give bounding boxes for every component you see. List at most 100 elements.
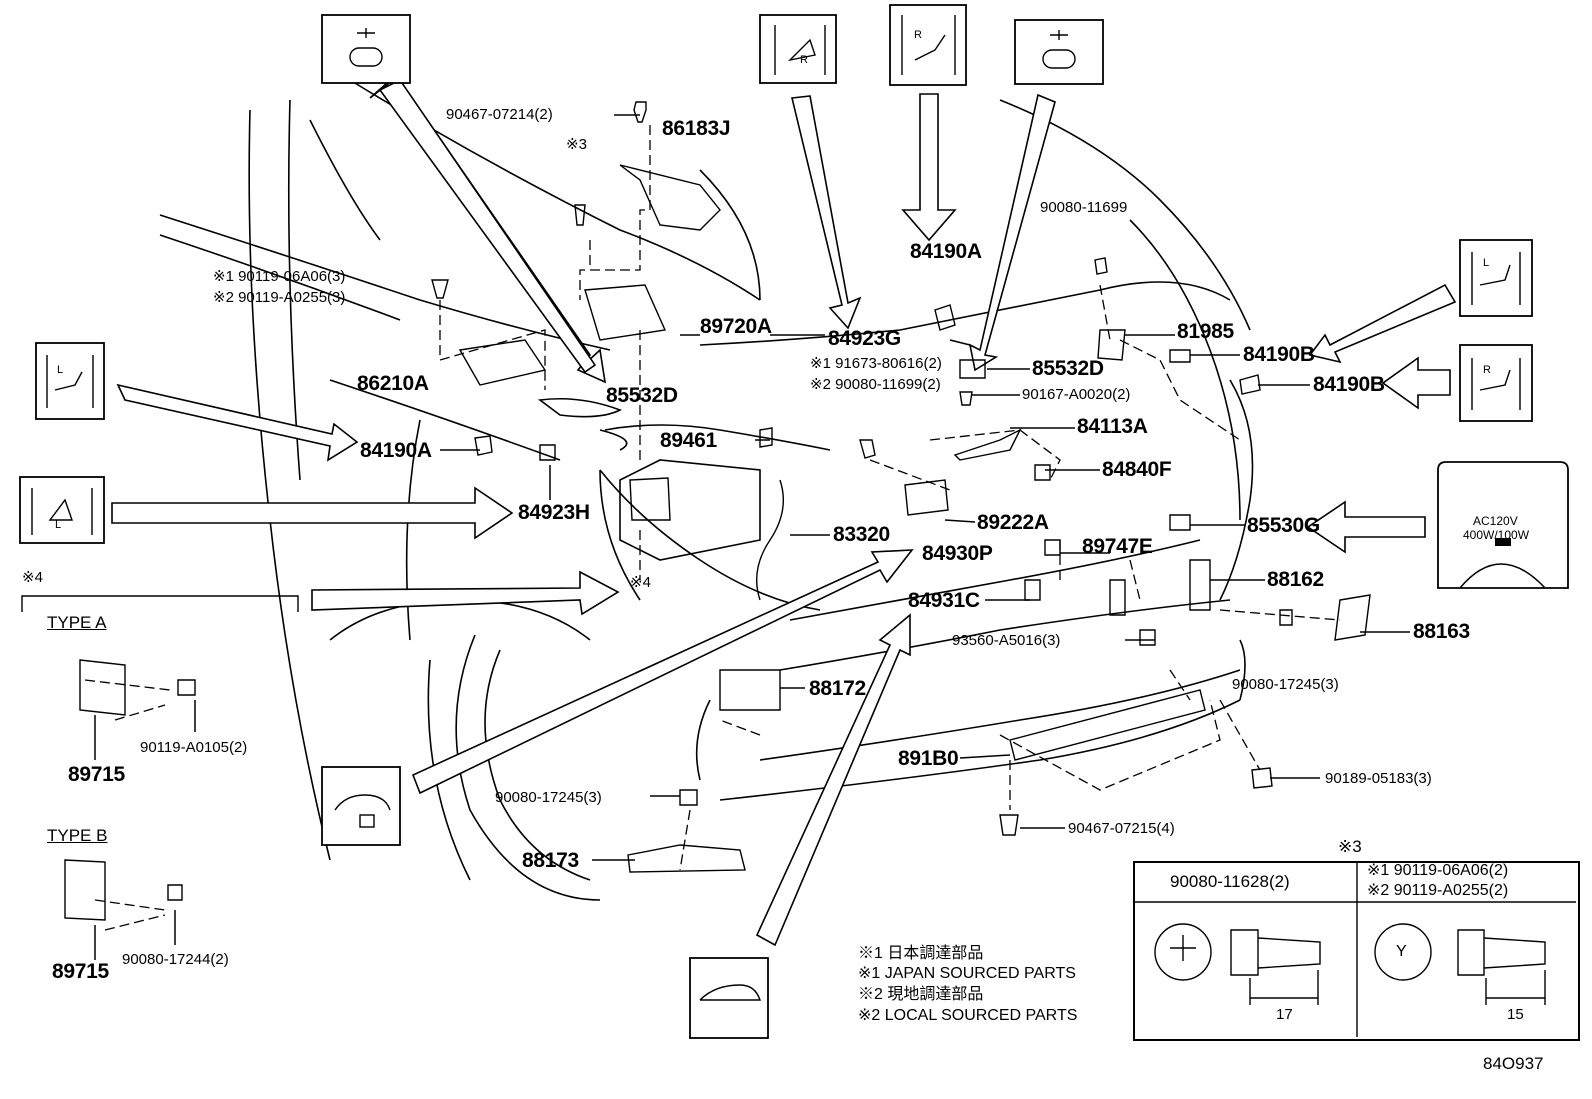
part-label-86210A: 86210A <box>357 372 429 395</box>
part-label-90119-A0255: ※2 90119-A0255(3) <box>213 289 346 306</box>
outlet-icon <box>1042 49 1076 69</box>
table-dim-1: 17 <box>1276 1006 1293 1023</box>
legend-local-jp: ※2 現地調達部品 <box>858 986 984 1003</box>
part-label-84930P: 84930P <box>922 542 993 565</box>
part-label-89715-2: 89715 <box>52 960 109 983</box>
part-label-84923G: 84923G <box>828 327 901 350</box>
part-label-84190B-2: 84190B <box>1313 373 1385 396</box>
part-label-91673-80616: ※1 91673-80616(2) <box>810 355 942 372</box>
part-label-84931C: 84931C <box>908 589 980 612</box>
table-col1-header: 90080-11628(2) <box>1170 872 1290 891</box>
sensor-88172 <box>719 669 781 711</box>
ecu-89720A <box>584 284 667 341</box>
seat-icon <box>48 498 73 521</box>
part-label-90080-11699-2: ※2 90080-11699(2) <box>810 376 941 393</box>
knob-84190B-2 <box>1239 374 1261 395</box>
icon-box-seat-r-3 <box>1459 344 1533 422</box>
legend-japan-jp: ※1 日本調達部品 <box>858 945 984 962</box>
table-col2-header-1: ※1 90119-06A06(2) <box>1367 862 1509 879</box>
clip-90080-11699 <box>1094 257 1108 275</box>
part-label-89720A: 89720A <box>700 315 772 338</box>
fastener-table <box>1133 861 1580 1041</box>
module-86210A <box>458 339 547 386</box>
part-label-90119-06A06: ※1 90119-06A06(3) <box>213 268 346 285</box>
lock-icon <box>359 814 375 828</box>
part-label-90467-07214: 90467-07214(2) <box>446 106 553 123</box>
part-label-90080-17245: 90080-17245(3) <box>1232 676 1339 693</box>
bolt-93560 <box>1139 629 1156 646</box>
component-sketches <box>64 101 1371 921</box>
part-label-89461: 89461 <box>660 429 717 452</box>
part-label-88163: 88163 <box>1413 620 1470 643</box>
sensor-89222A <box>904 479 949 516</box>
part-label-83320: 83320 <box>833 523 890 546</box>
note-mark-4: ※4 <box>22 569 43 586</box>
seat-icon <box>787 38 816 62</box>
part-label-90080-11699: 90080-11699 <box>1040 199 1128 216</box>
car-lock-icon <box>334 794 391 811</box>
icon-letter-l: L <box>57 364 64 376</box>
seat-icon <box>914 34 946 61</box>
module-89715-a <box>79 659 126 716</box>
bolt-90467 <box>633 101 647 123</box>
connector-89461 <box>759 427 773 448</box>
legend-local-en: ※2 LOCAL SOURCED PARTS <box>858 1007 1078 1024</box>
icon-box-outlet-1 <box>321 14 411 84</box>
big-arrows <box>111 73 1457 947</box>
icon-letter-r: R <box>800 54 808 66</box>
clip-90080-17245 <box>1279 609 1293 626</box>
bolt-x3 <box>574 204 586 226</box>
cap-84931C <box>1024 579 1041 601</box>
part-81985 <box>1097 329 1126 361</box>
icon-box-seat-l-3 <box>1459 239 1533 317</box>
part-label-88172: 88172 <box>809 677 866 700</box>
icon-box-seat-l-2 <box>19 476 105 544</box>
bracket-84113A <box>953 428 1022 461</box>
seat-slide-icon <box>31 488 93 535</box>
part-label-89747E: 89747E <box>1082 535 1153 558</box>
part-label-89222A: 89222A <box>977 511 1049 534</box>
part-label-891B0: 891B0 <box>898 747 959 770</box>
nut-90080-17244 <box>167 884 183 901</box>
part-label-90080-17244: 90080-17244(2) <box>122 951 229 968</box>
clip-90080-17245-2 <box>679 789 698 806</box>
type-b-heading: TYPE B <box>47 826 108 845</box>
part-label-85530G: 85530G <box>1247 514 1320 537</box>
cap-84930P <box>1044 539 1061 556</box>
part-label-90467-07215: 90467-07215(4) <box>1068 820 1175 837</box>
part-label-84190B: 84190B <box>1243 343 1315 366</box>
seat-recline-icon <box>1471 358 1521 410</box>
bolt-90119-a0105 <box>177 679 196 696</box>
cover-88173 <box>627 844 746 873</box>
plug-icon <box>1050 30 1068 40</box>
part-label-89715: 89715 <box>68 763 125 786</box>
bracket-86183J <box>619 164 721 231</box>
part-label-84923H: 84923H <box>518 501 590 524</box>
part-label-90080-17245-2: 90080-17245(3) <box>495 789 602 806</box>
knob-84190B <box>1169 349 1191 363</box>
outlet-wattage: 400W/100W <box>1463 528 1530 542</box>
switch-84190A <box>934 304 956 331</box>
seat-recline-icon <box>901 15 956 75</box>
outlet-label-box <box>1437 461 1569 589</box>
icon-box-outlet-2 <box>1014 19 1104 85</box>
icon-letter-l: L <box>1483 257 1490 269</box>
outlet-voltage: AC120V <box>1473 514 1518 528</box>
module-85532D <box>629 477 671 521</box>
part-label-88162: 88162 <box>1267 568 1324 591</box>
icon-letter-r: R <box>914 29 922 41</box>
part-label-84190A-2: 84190A <box>360 439 432 462</box>
harness-83320 <box>755 479 785 601</box>
part-84840F <box>1034 464 1051 481</box>
diagram-ref-code: 84O937 <box>1483 1054 1544 1073</box>
icon-box-lock <box>321 766 401 846</box>
icon-glyphs <box>31 15 1521 1001</box>
seat-recline-icon <box>1471 252 1521 305</box>
part-label-84840F: 84840F <box>1102 458 1172 481</box>
sensor-88162 <box>1189 559 1211 611</box>
arrow-1b <box>378 78 597 374</box>
bracket-891B0 <box>1009 689 1206 761</box>
icon-box-seat-r-1 <box>759 14 837 84</box>
part-label-85532D-2: 85532D <box>606 384 678 407</box>
